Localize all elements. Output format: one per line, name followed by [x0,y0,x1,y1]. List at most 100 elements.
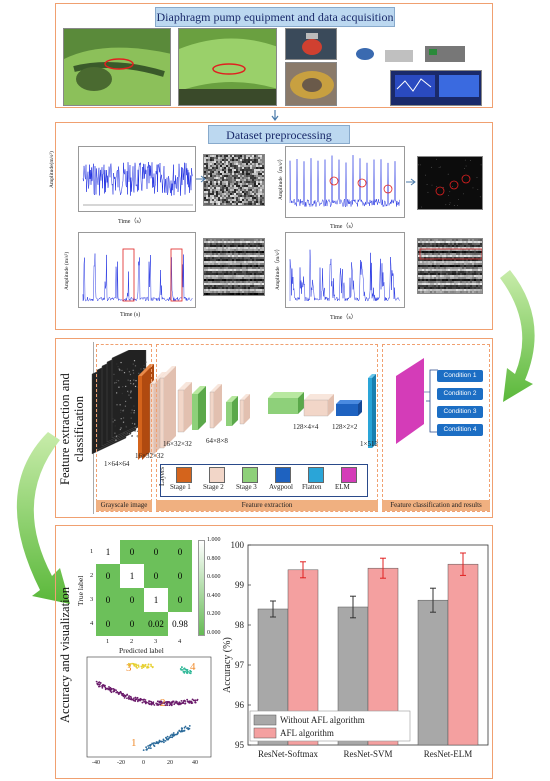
layer-legend [160,464,368,497]
tsne-xtick: -20 [117,760,125,766]
monitor-photo [390,70,482,106]
grayscale-stack [91,350,149,455]
cm-cell: 1 [144,588,168,612]
signal-plot-3-ylabel: Amplitude (m/s²) [64,251,70,290]
tsne-cluster-label: 1 [131,737,137,749]
tsne-cluster-label: 2 [160,697,166,709]
cm-ytick: 3 [90,596,94,603]
cm-cell: 0 [144,564,168,588]
grayscale-label: Grayscale image [96,500,152,511]
pump-photo-2 [178,28,277,106]
legend-swatch [275,467,291,483]
input-size-label: 1×64×64 [104,460,130,468]
cm-xtick: 3 [154,638,158,645]
diaphragm-photo-1 [285,28,337,60]
s1-size-label: 16×32×32 [135,452,164,460]
tsne-xtick: 0 [142,760,145,766]
legend-label: Stage 1 [170,483,191,491]
bar-ytick: 97 [235,660,245,670]
condition-2: Condition 2 [437,388,483,400]
cm-xlabel: Predicted label [119,646,164,655]
colorbar-tick: 0.600 [207,574,221,580]
cm-xtick: 2 [130,638,134,645]
grayscale-image-3 [417,238,483,294]
legend-label: ELM [335,483,350,491]
cm-cell: 0 [168,588,192,612]
legend-swatch [176,467,192,483]
bar-legend-swatch [253,714,277,726]
signal-plot-1-xlabel: Time（s） [118,219,145,225]
bar [447,563,479,746]
s4-size-label: 128×4×4 [293,423,319,431]
bar-ytick: 99 [235,580,245,590]
bar-ytick: 95 [235,740,245,750]
condition-bracket [426,369,438,433]
cm-cell: 0 [144,540,168,564]
signal-plot-3 [78,232,196,308]
cm-cell: 0.02 [144,612,168,636]
signal-plot-4-ylabel: Amplitude（m/s²） [275,245,281,290]
diaphragm-photo-2 [285,62,337,106]
bar-ytick: 96 [235,700,245,710]
signal-plot-3-xlabel: Time (s) [120,312,141,318]
pump-photo-1 [63,28,171,106]
signal-plot-4 [285,232,405,308]
cm-cell: 1 [120,564,144,588]
tsne-xtick: -40 [92,760,100,766]
legend-swatch [242,467,258,483]
curved-arrow-left-icon [16,432,70,604]
bar-category-label: ResNet-Softmax [258,749,318,759]
flatten-size-label: 1×512 [360,440,378,448]
extraction-group [156,344,378,512]
cm-cell: 0 [96,564,120,588]
s5-size-label: 128×2×2 [332,423,358,431]
cm-cell: 0 [168,564,192,588]
legend-swatch [209,467,225,483]
cm-ytick: 2 [90,572,94,579]
bar-category-label: ResNet-ELM [424,749,473,759]
tsne-xtick: 20 [167,760,173,766]
arrow-right-icon [196,175,206,183]
signal-plot-2-ylabel: Amplitude（m/s²） [278,155,284,200]
cm-cell: 0 [120,588,144,612]
tsne-xtick: 40 [192,760,198,766]
signal-plot-2-xlabel: Time（s） [330,224,357,230]
condition-1: Condition 1 [437,370,483,382]
cm-cell: 0 [120,540,144,564]
bar-category-label: ResNet-SVM [344,749,393,759]
classification-label: Feature classification and results [382,500,490,511]
colorbar-tick: 0.400 [207,592,221,599]
bar-ytick: 98 [235,620,245,630]
arrow-right-icon-2 [406,178,416,186]
feature-image-1 [417,156,483,210]
bar-legend-swatch [253,727,277,739]
condition-4: Condition 4 [437,424,483,436]
cm-cell: 0 [168,540,192,564]
curved-arrow-right-icon [500,270,535,402]
s2-size-label: 16×32×32 [163,440,192,448]
signal-plot-4-xlabel: Time（s） [330,315,357,321]
tsne-cluster-label: 3 [126,662,132,674]
bar-legend-label: AFL algorithm [280,728,334,738]
colorbar [198,540,205,636]
legend-label: Stage 3 [236,483,257,491]
tsne-cluster-label: 4 [190,661,196,673]
sensor-photo [345,28,485,68]
cm-xtick: 4 [178,638,182,645]
grayscale-group [96,344,152,512]
legend-label: Avgpool [269,483,293,491]
cm-xtick: 1 [106,638,110,645]
cm-cell: 0 [120,612,144,636]
cm-cell: 1 [96,540,120,564]
classification-group [382,344,490,512]
cm-ylabel: True label [76,575,85,606]
colorbar-tick: 0.200 [207,611,221,617]
cm-cell: 0 [96,588,120,612]
bar [417,599,449,746]
arrow-down-icon [271,110,279,121]
s3-size-label: 64×8×8 [206,437,228,445]
colorbar-tick: 1.000 [207,537,221,543]
elm-layer [396,358,430,444]
